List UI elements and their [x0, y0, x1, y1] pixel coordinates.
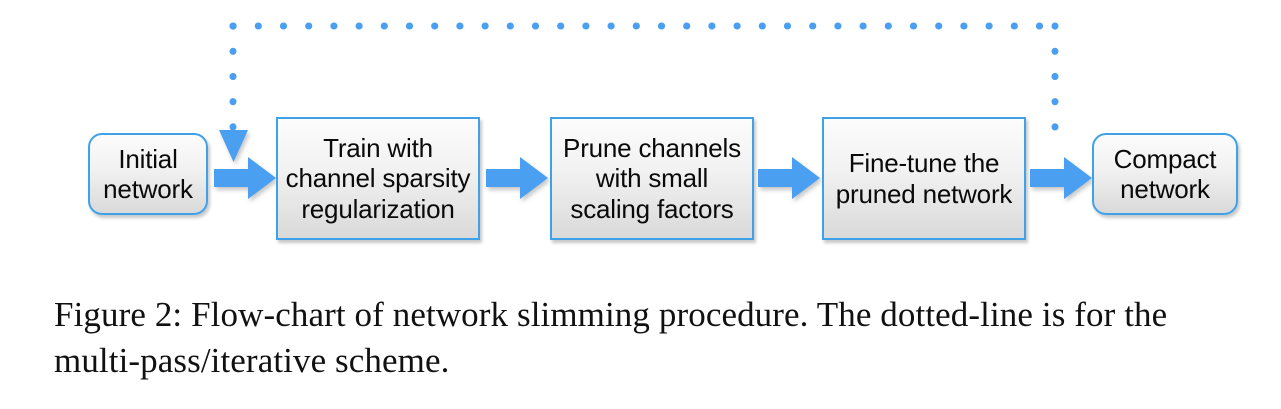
- node-prune-channels[interactable]: Prune channels with small scaling factor…: [550, 117, 754, 240]
- node-train-sparsity-label: Train with channel sparsity regularizati…: [285, 133, 471, 224]
- node-compact-network[interactable]: Compact network: [1092, 133, 1238, 215]
- dotted-feedback-arrowhead: [219, 130, 248, 162]
- dotted-feedback-path: [229, 22, 1059, 154]
- node-initial-network[interactable]: Initial network: [88, 133, 208, 215]
- figure-caption: Figure 2: Flow-chart of network slimming…: [54, 295, 1168, 380]
- arrow-train-to-prune: [486, 157, 548, 199]
- arrow-finetune-to-compact: [1030, 157, 1092, 199]
- flowchart-diagram: Initial network Train with channel spars…: [88, 22, 1238, 240]
- node-prune-channels-label: Prune channels with small scaling factor…: [563, 133, 741, 224]
- node-compact-network-label: Compact network: [1113, 143, 1217, 204]
- node-fine-tune[interactable]: Fine-tune the pruned network: [822, 117, 1026, 240]
- arrow-initial-to-train: [214, 157, 276, 199]
- node-initial-network-label: Initial network: [103, 143, 193, 204]
- node-fine-tune-label: Fine-tune the pruned network: [835, 148, 1013, 209]
- arrow-prune-to-finetune: [758, 157, 820, 199]
- node-train-sparsity[interactable]: Train with channel sparsity regularizati…: [276, 117, 480, 240]
